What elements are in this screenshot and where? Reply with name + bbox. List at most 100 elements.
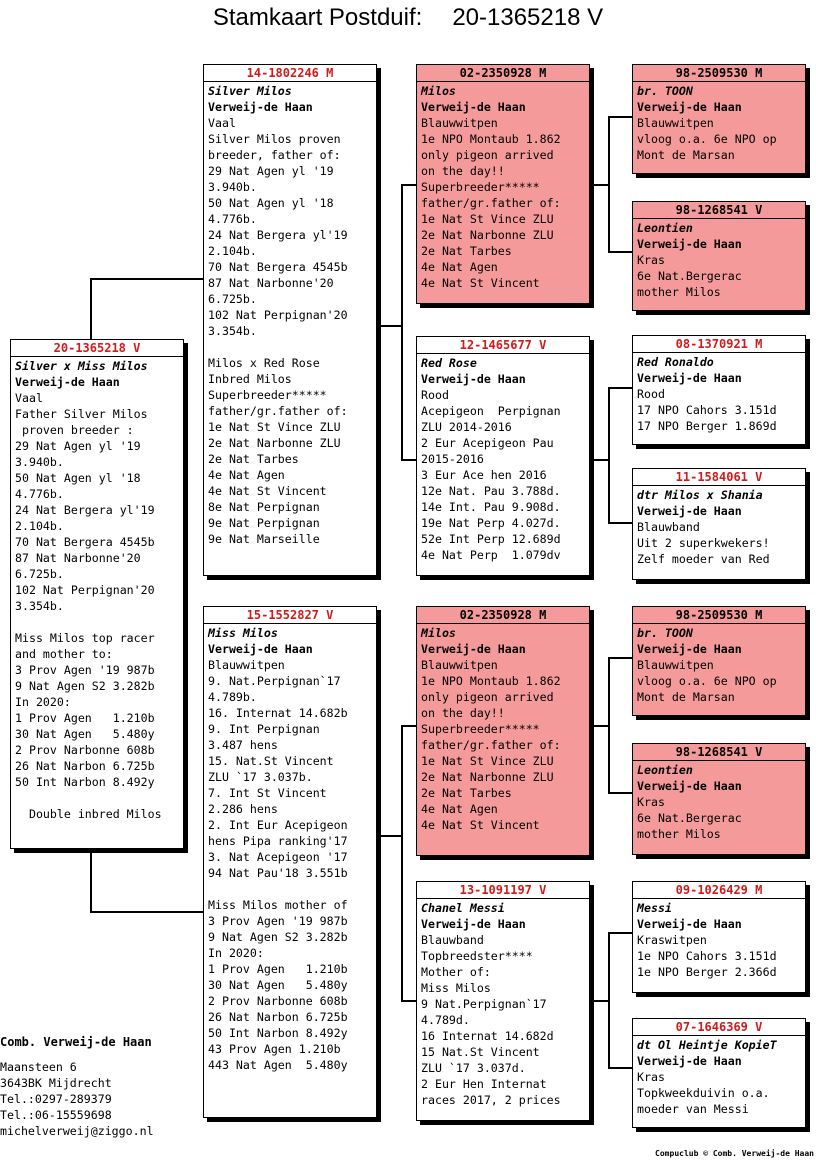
ring-number: 98-2509530 M [633, 607, 805, 624]
pedigree-line: 16 Internat 14.682d [421, 1029, 554, 1043]
pedigree-line: Blauwband [637, 520, 700, 534]
connector-line [608, 387, 632, 389]
pedigree-line: Blauwwitpen [637, 658, 714, 672]
pedigree-line: Superbreeder***** [208, 388, 327, 402]
pigeon-name: Leontien [637, 221, 693, 235]
pedigree-line: 50 Int Narbon 8.492y [208, 1026, 348, 1040]
pedigree-line: ZLU `17 3.037d. [421, 1061, 526, 1075]
connector-line [608, 932, 610, 1068]
pedigree-line: on the day!! [421, 164, 505, 178]
owner-name: Verweij-de Haan [421, 642, 526, 656]
pedigree-line: 19e Nat Perp 4.027d. [421, 516, 561, 530]
pedigree-line: Vaal [15, 391, 43, 405]
connector-line [608, 116, 632, 118]
connector-line [608, 657, 610, 793]
pedigree-line: 9. Int Perpignan [208, 722, 320, 736]
pedigree-line: 3.487 hens [208, 738, 278, 752]
ring-number: 08-1370921 M [633, 336, 805, 353]
connector-line [590, 459, 608, 461]
pedigree-line: Miss Milos [421, 981, 491, 995]
connector-line [608, 1067, 632, 1069]
pedigree-line: on the day!! [421, 706, 505, 720]
pedigree-line: Topkweekduivin o.a. [637, 1086, 770, 1100]
ring-number: 12-1465677 V [417, 337, 589, 354]
owner-name: Verweij-de Haan [421, 917, 526, 931]
pedigree-line: 2e Nat Narbonne ZLU [208, 436, 341, 450]
pedigree-line: 24 Nat Bergera yl'19 [15, 503, 155, 517]
pedigree-line: 4e Nat Perp 1.079dv [421, 548, 561, 562]
software-credit: Compuclub © Comb. Verweij-de Haan [655, 1149, 814, 1158]
pedigree-line: 87 Nat Narbonne'20 [208, 276, 334, 290]
connector-line [590, 184, 608, 186]
connector-line [401, 725, 417, 727]
pedigree-line: 2e Nat Tarbes [421, 244, 512, 258]
pedigree-line [208, 339, 373, 355]
pedigree-line: 52e Int Perp 12.689d [421, 532, 561, 546]
ring-number: 02-2350928 M [417, 65, 589, 82]
pedigree-line: mother Milos [637, 285, 721, 299]
pedigree-line: 2.286 hens [208, 802, 278, 816]
pedigree-line: 4e Nat St Vincent [208, 484, 327, 498]
connector-line [608, 116, 610, 252]
pedigree-line: 2 Eur Hen Internat [421, 1077, 547, 1091]
pedigree-line: Blauwwitpen [421, 658, 498, 672]
pedigree-line: 1e NPO Berger 2.366d [637, 965, 777, 979]
pedigree-line: 2e Nat Narbonne ZLU [421, 228, 554, 242]
ring-number: 09-1026429 M [633, 882, 805, 899]
breeder-name: Comb. Verweij-de Haan [0, 1035, 152, 1049]
pedigree-line: Double inbred Milos [15, 807, 162, 821]
pedigree-line: 2 Eur Acepigeon Pau [421, 436, 554, 450]
owner-name: Verweij-de Haan [637, 917, 742, 931]
pedigree-line: 4.789b. [208, 690, 257, 704]
pedigree-line: 2.104b. [15, 519, 64, 533]
pedigree-line: Silver Milos proven [208, 132, 341, 146]
pigeon-name: Milos [421, 626, 456, 640]
pedigree-line: 29 Nat Agen yl '19 [15, 439, 141, 453]
pedigree-line: Miss Milos mother of [208, 898, 348, 912]
pedigree-line: ZLU 2014-2016 [421, 420, 512, 434]
owner-name: Verweij-de Haan [15, 375, 120, 389]
pedigree-line: father/gr.father of: [208, 404, 348, 418]
pedigree-line: 3 Eur Ace hen 2016 [421, 468, 547, 482]
pedigree-line [15, 614, 180, 630]
ring-number: 20-1365218 V [11, 340, 183, 357]
pigeon-name: Messi [637, 901, 672, 915]
pedigree-line: Blauwwitpen [421, 116, 498, 130]
connector-line [608, 522, 632, 524]
pedigree-line: Topbreedster**** [421, 949, 533, 963]
pedigree-line: Inbred Milos [208, 372, 292, 386]
pedigree-line: only pigeon arrived [421, 690, 554, 704]
pedigree-line: races 2017, 2 prices [421, 1093, 561, 1107]
pedigree-line: Superbreeder***** [421, 722, 540, 736]
ring-number: 98-1268541 V [633, 202, 805, 219]
connector-line [608, 792, 632, 794]
pedigree-line: 24 Nat Bergera yl'19 [208, 228, 348, 242]
pedigree-line: vloog o.a. 6e NPO op [637, 674, 777, 688]
pedigree-line: 94 Nat Pau'18 3.551b [208, 866, 348, 880]
title-ring: 20-1365218 V [452, 4, 604, 31]
owner-name: Verweij-de Haan [208, 642, 313, 656]
pedigree-line: 4e Nat Agen [421, 260, 498, 274]
pedigree-line: 1 Prov Agen 1.210b [15, 711, 155, 725]
pedigree-line: moeder van Messi [637, 1102, 749, 1116]
pedigree-line: 3.940b. [208, 180, 257, 194]
pedigree-line: 16. Internat 14.682b [208, 706, 348, 720]
pedigree-line: 50 Int Narbon 8.492y [15, 775, 155, 789]
pedigree-line: Blauwband [421, 933, 484, 947]
pedigree-line: 4.789d. [421, 1013, 470, 1027]
pedigree-line: 15. Nat.St Vincent [208, 754, 334, 768]
pedigree-line [208, 881, 373, 897]
pedigree-line: 102 Nat Perpignan'20 [208, 308, 348, 322]
pedigree-line: 9e Nat Perpignan [208, 516, 320, 530]
pedigree-line: 70 Nat Bergera 4545b [208, 260, 348, 274]
pedigree-line: 4e Nat Agen [208, 468, 285, 482]
